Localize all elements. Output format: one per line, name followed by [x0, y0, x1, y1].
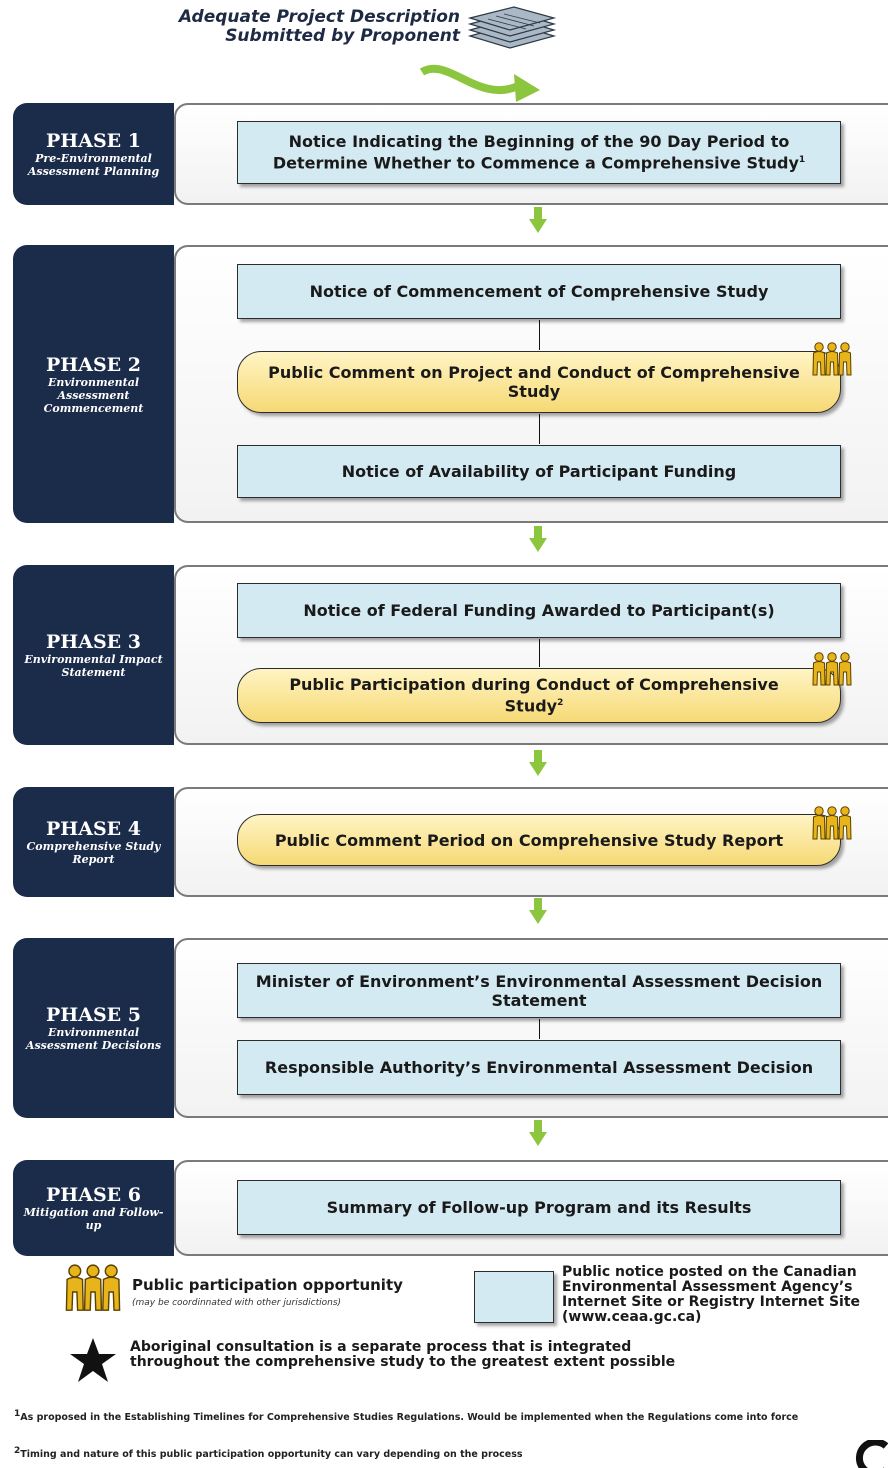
phase-3-label: PHASE 3 Environmental Impact Statement [13, 565, 174, 745]
legend-aboriginal: Aboriginal consultation is a separate pr… [130, 1339, 676, 1370]
legend-public-participation-note: (may be coordinnated with other jurisdic… [132, 1298, 342, 1308]
people-icon [812, 342, 872, 378]
phase-2-subtitle: Environmental Assessment Commencement [43, 375, 144, 415]
footnote-2-text: Timing and nature of this public partici… [20, 1449, 523, 1461]
footnote-1: 1As proposed in the Establishing Timelin… [14, 1408, 804, 1424]
project-description-label: Adequate Project Description Submitted b… [150, 8, 460, 46]
green-down-arrow-2 [529, 526, 547, 552]
footnote-1-text: As proposed in the Establishing Timeline… [20, 1412, 799, 1424]
p3-public-participation: Public Participation during Conduct of C… [237, 668, 841, 723]
p5-minister-statement: Minister of Environment’s Environmental … [237, 963, 841, 1018]
phase-2-title: PHASE 2 [45, 353, 142, 376]
phase-3-subtitle: Environmental Impact Statement [24, 653, 163, 679]
phase-6-label: PHASE 6 Mitigation and Follow-up [13, 1160, 174, 1256]
start-curved-arrow [419, 64, 540, 102]
project-description-line2: Submitted by Proponent [225, 26, 460, 46]
project-description-line1: Adequate Project Description [178, 7, 460, 27]
phase-4-subtitle: Comprehensive Study Report [26, 840, 161, 866]
p2-notice-commencement: Notice of Commencement of Comprehensive … [237, 264, 841, 319]
footnote-ref-2: 2 [557, 698, 564, 709]
footnote-ref-1: 1 [798, 155, 806, 166]
p5-authority-decision: Responsible Authority’s Environmental As… [237, 1040, 841, 1095]
star-icon [70, 1338, 116, 1382]
green-down-arrow-5 [529, 1120, 547, 1146]
phase-5-label: PHASE 5 Environmental Assessment Decisio… [13, 938, 174, 1118]
legend-notice-swatch [474, 1271, 554, 1323]
connector-line [539, 414, 540, 444]
green-down-arrow-4 [529, 898, 547, 924]
p1-notice-text: Notice Indicating the Beginning of the 9… [272, 132, 799, 173]
connector-line [539, 1019, 540, 1039]
legend-public-participation: Public participation opportunity [132, 1276, 403, 1294]
document-stack-icon [467, 6, 557, 49]
phase-4-title: PHASE 4 [45, 818, 142, 840]
p3-notice-federal-funding: Notice of Federal Funding Awarded to Par… [237, 583, 841, 638]
people-icon [812, 652, 872, 688]
phase-4-label: PHASE 4 Comprehensive Study Report [13, 787, 174, 897]
p2-notice-funding: Notice of Availability of Participant Fu… [237, 445, 841, 498]
legend-public-notice: Public notice posted on the Canadian Env… [562, 1264, 861, 1325]
p2-public-comment: Public Comment on Project and Conduct of… [237, 351, 841, 413]
people-icon [65, 1264, 125, 1314]
connector-line [539, 639, 540, 667]
phase-6-subtitle: Mitigation and Follow-up [23, 1206, 164, 1232]
footnote-2-mark: 2 [14, 1446, 21, 1456]
phase-1-subtitle: Pre-Environmental Assessment Planning [27, 152, 160, 178]
connector-line [539, 320, 540, 350]
agency-logo-fragment [855, 1440, 888, 1468]
footnote-1-mark: 1 [14, 1409, 21, 1419]
p6-follow-up-summary: Summary of Follow-up Program and its Res… [237, 1180, 841, 1235]
phase-5-title: PHASE 5 [45, 1004, 142, 1026]
green-down-arrow-1 [529, 207, 547, 233]
phase-6-title: PHASE 6 [45, 1184, 142, 1206]
phase-1-label: PHASE 1 Pre-Environmental Assessment Pla… [13, 103, 174, 205]
people-icon [812, 806, 872, 842]
green-down-arrow-3 [529, 750, 547, 776]
phase-1-title: PHASE 1 [45, 130, 142, 152]
footnote-2: 2Timing and nature of this public partic… [14, 1445, 804, 1461]
phase-2-label: PHASE 2 Environmental Assessment Commenc… [13, 245, 174, 523]
phase-5-subtitle: Environmental Assessment Decisions [25, 1026, 162, 1052]
p1-notice-90-day: Notice Indicating the Beginning of the 9… [237, 121, 841, 184]
p4-public-comment: Public Comment Period on Comprehensive S… [237, 814, 841, 866]
p3-public-participation-text: Public Participation during Conduct of C… [289, 675, 779, 716]
phase-3-title: PHASE 3 [45, 631, 142, 653]
